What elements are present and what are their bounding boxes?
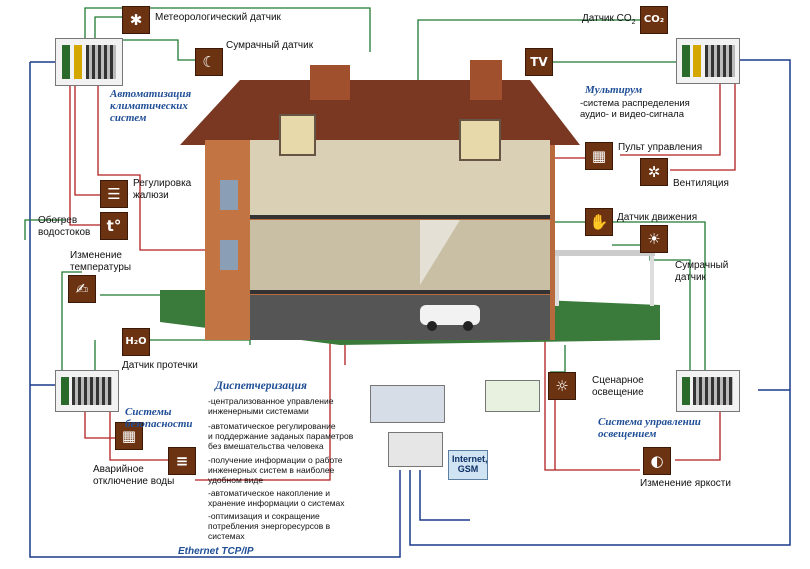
- blinds-icon: ☰: [100, 180, 128, 208]
- meteo-sensor-label: Метеорологический датчик: [155, 12, 281, 23]
- remote-control-label: Пульт управления: [618, 142, 703, 153]
- remote-control-icon: ▦: [585, 142, 613, 170]
- tv-icon: TV: [525, 48, 553, 76]
- co2-sensor-icon: CO₂: [640, 6, 668, 34]
- motion-sensor-label: Датчик движения: [617, 212, 698, 223]
- internet-gsm-label: Internet,GSM: [452, 454, 488, 474]
- multiroom-title: Мультирум: [585, 84, 643, 96]
- dispatch-switch: [388, 432, 443, 467]
- internet-gateway: [448, 450, 488, 480]
- security-controller-panel: [55, 370, 119, 412]
- ethernet-label: Ethernet TCP/IP: [178, 546, 254, 557]
- dispatch-monitor: [485, 380, 540, 412]
- leak-sensor-icon: H₂O: [122, 328, 150, 356]
- thermostat-icon: t°: [100, 212, 128, 240]
- house-illustration: [160, 60, 660, 360]
- water-valve-icon: ≡: [168, 447, 196, 475]
- ventilation-icon: ✲: [640, 158, 668, 186]
- weather-sensor-icon: ✱: [122, 6, 150, 34]
- twilight-sensor-icon: ☾: [195, 48, 223, 76]
- twilight-sensor-right-icon: ☀: [640, 225, 668, 253]
- temperature-control-icon: ✍: [68, 275, 96, 303]
- dispatch-server: [370, 385, 445, 423]
- brightness-icon: ◐: [643, 447, 671, 475]
- multiroom-controller-panel: [676, 38, 740, 84]
- leak-sensor-label: Датчик протечки: [122, 360, 198, 371]
- security-alarm-icon: ▦: [115, 422, 143, 450]
- scenario-lighting-icon: ☼: [548, 372, 576, 400]
- ventilation-label: Вентиляция: [673, 178, 729, 189]
- twilight-sensor-label: Сумрачный датчик: [226, 40, 314, 51]
- lighting-controller-panel: [676, 370, 740, 412]
- brightness-label: Изменение яркости: [640, 478, 731, 489]
- dispatch-title: Диспетчеризация: [215, 380, 307, 392]
- climate-controller-panel: [55, 38, 123, 86]
- co2-sensor-label: Датчик CO2: [582, 13, 636, 26]
- motion-sensor-icon: ✋: [585, 208, 613, 236]
